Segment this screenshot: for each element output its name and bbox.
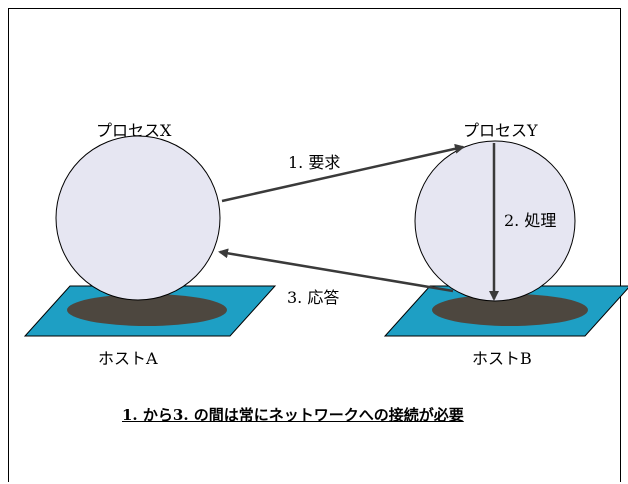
request-label: 1. 要求 [288, 153, 341, 172]
footer-note: 1. から3. の間は常にネットワークへの接続が必要 [122, 406, 464, 424]
process-y-label: プロセスY [463, 121, 538, 140]
host-b-label: ホストB [472, 349, 532, 368]
host-a-shadow [67, 294, 227, 326]
slide-frame [8, 8, 621, 482]
host-a-label: ホストA [98, 349, 158, 368]
process-x-label: プロセスX [96, 121, 172, 140]
request-arrow [221, 143, 465, 203]
process-x-sphere [55, 135, 221, 301]
host-b-shadow [432, 294, 588, 326]
processing-label: 2. 処理 [504, 211, 557, 230]
response-label: 3. 応答 [287, 288, 340, 307]
response-arrow [218, 248, 454, 293]
